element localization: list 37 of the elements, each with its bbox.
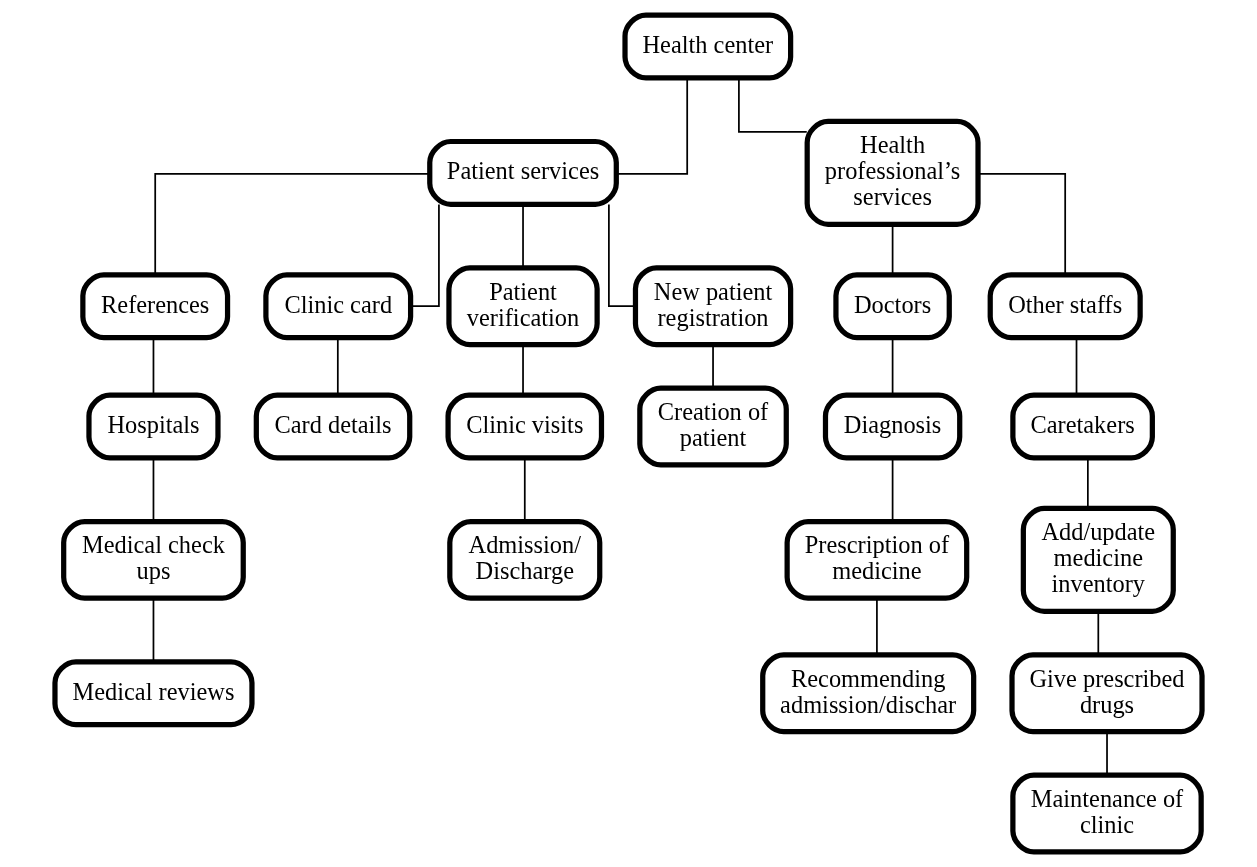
node-box: Give prescribed drugs (1009, 652, 1205, 735)
node-box: Patient services (427, 138, 619, 207)
connector (891, 337, 894, 396)
connector (522, 344, 524, 396)
node-box: Maintenance of clinic (1010, 772, 1204, 855)
node-box: References (80, 272, 231, 341)
node-box: Caretakers (1010, 392, 1155, 461)
connector (712, 344, 714, 389)
node-box: Medical check ups (61, 518, 246, 601)
connector (152, 597, 155, 663)
node-box: Health professional’s services (804, 118, 981, 227)
connector (1106, 731, 1108, 776)
node-box: Diagnosis (822, 392, 963, 461)
node-box: Clinic visits (445, 392, 605, 461)
node-box: Recommending admission/dischar (760, 652, 977, 735)
connector (738, 77, 808, 133)
node-box: Medical reviews (52, 659, 255, 728)
node-box: Other staffs (987, 272, 1143, 341)
node-box: Clinic card (263, 272, 414, 341)
connector (876, 597, 878, 656)
node-box: Add/update medicine inventory (1020, 505, 1176, 614)
connector (152, 337, 155, 396)
node-box: New patient registration (632, 265, 794, 348)
node-box: Hospitals (86, 392, 221, 461)
node-box: Doctors (833, 272, 952, 341)
connector (1075, 337, 1078, 396)
connector (154, 172, 431, 276)
node-box: Patient verification (446, 265, 600, 348)
node-box: Prescription of medicine (784, 518, 970, 601)
connector (410, 203, 440, 308)
node-box: Creation of patient (637, 385, 789, 468)
connector (977, 172, 1067, 276)
connector (336, 337, 339, 396)
node-box: Admission/ Discharge (447, 518, 603, 601)
node-box: Card details (253, 392, 413, 461)
connector (615, 77, 689, 175)
node-box: Health center (622, 12, 794, 81)
